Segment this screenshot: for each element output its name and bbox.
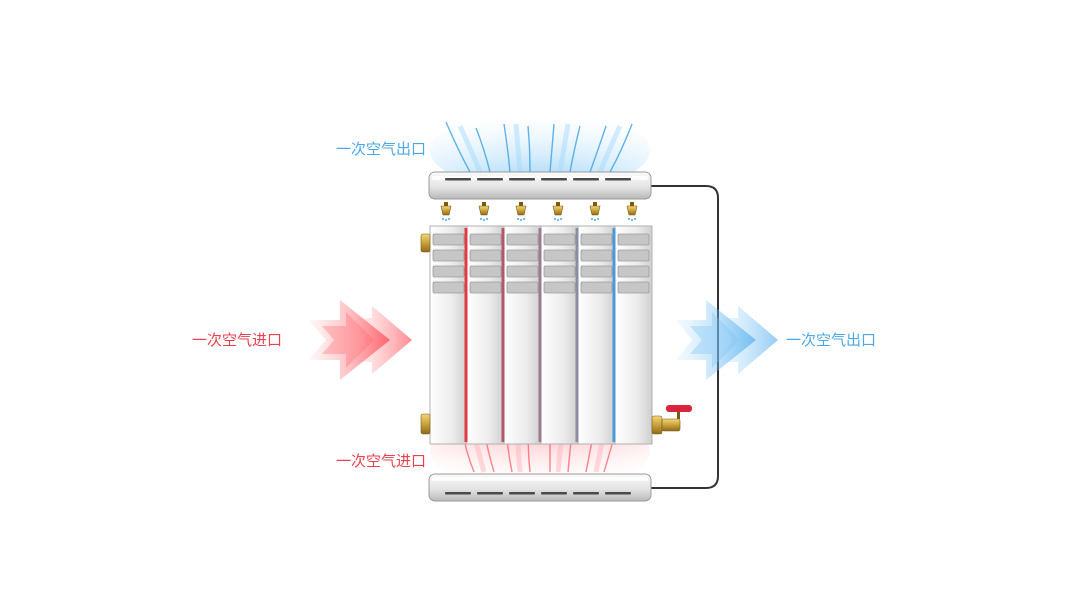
outlet-label-top: 一次空气出口 [336, 140, 427, 158]
inlet-label-left: 一次空气进口 [192, 331, 283, 349]
outlet-arrows-right [676, 300, 778, 380]
brass-plug-top-left [420, 233, 431, 253]
valve-icon [651, 405, 692, 435]
spray-nozzle-icon [440, 202, 638, 221]
brass-plug-bottom-left [420, 413, 431, 435]
outlet-airflow-top [430, 108, 650, 192]
inlet-header-bottom [428, 473, 652, 502]
radiator-body [429, 225, 653, 445]
outlet-label-right: 一次空气出口 [786, 331, 877, 349]
inlet-label-bottom: 一次空气进口 [336, 452, 427, 470]
outlet-header-top [428, 171, 652, 200]
inlet-arrows-left [308, 300, 412, 380]
radiator-fins [432, 233, 650, 294]
heat-pipes [464, 228, 616, 442]
